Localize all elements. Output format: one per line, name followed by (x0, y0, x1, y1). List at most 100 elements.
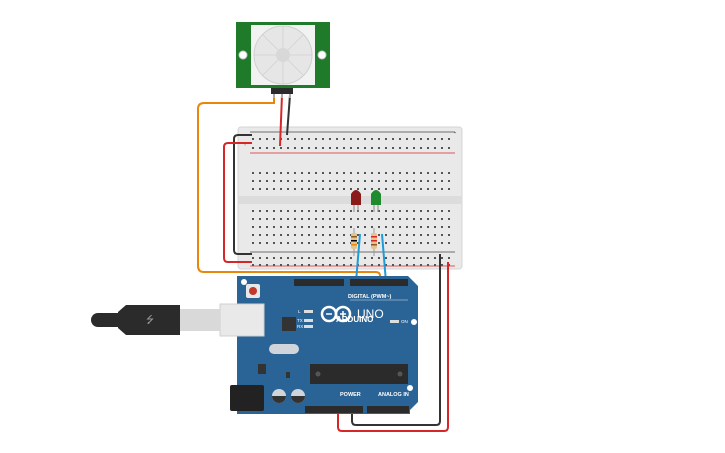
breadboard-hole[interactable] (322, 138, 324, 140)
breadboard-hole[interactable] (294, 257, 296, 259)
breadboard-hole[interactable] (350, 180, 352, 182)
breadboard-hole[interactable] (329, 234, 331, 236)
breadboard-hole[interactable] (294, 226, 296, 228)
breadboard-hole[interactable] (259, 242, 261, 244)
breadboard-hole[interactable] (406, 210, 408, 212)
breadboard-hole[interactable] (406, 172, 408, 174)
breadboard-hole[interactable] (336, 218, 338, 220)
breadboard-hole[interactable] (322, 147, 324, 149)
breadboard-hole[interactable] (329, 210, 331, 212)
breadboard-hole[interactable] (301, 138, 303, 140)
breadboard-hole[interactable] (308, 257, 310, 259)
breadboard-hole[interactable] (364, 257, 366, 259)
breadboard-hole[interactable] (308, 138, 310, 140)
breadboard-hole[interactable] (280, 242, 282, 244)
breadboard-hole[interactable] (350, 226, 352, 228)
breadboard-hole[interactable] (427, 218, 429, 220)
breadboard-hole[interactable] (315, 147, 317, 149)
breadboard-hole[interactable] (315, 257, 317, 259)
breadboard-hole[interactable] (266, 264, 268, 266)
breadboard-hole[interactable] (357, 180, 359, 182)
breadboard-hole[interactable] (315, 210, 317, 212)
breadboard-hole[interactable] (343, 264, 345, 266)
breadboard-hole[interactable] (273, 234, 275, 236)
breadboard-hole[interactable] (343, 188, 345, 190)
breadboard-hole[interactable] (448, 226, 450, 228)
breadboard-hole[interactable] (378, 188, 380, 190)
breadboard-hole[interactable] (266, 234, 268, 236)
breadboard-hole[interactable] (301, 188, 303, 190)
breadboard-hole[interactable] (427, 180, 429, 182)
breadboard-hole[interactable] (315, 264, 317, 266)
breadboard-hole[interactable] (406, 264, 408, 266)
breadboard-hole[interactable] (294, 180, 296, 182)
breadboard-hole[interactable] (252, 226, 254, 228)
breadboard-hole[interactable] (259, 138, 261, 140)
pir-sensor[interactable] (236, 22, 330, 98)
breadboard-hole[interactable] (413, 210, 415, 212)
breadboard-hole[interactable] (273, 264, 275, 266)
breadboard-hole[interactable] (273, 218, 275, 220)
breadboard-hole[interactable] (406, 234, 408, 236)
breadboard-hole[interactable] (301, 257, 303, 259)
breadboard-hole[interactable] (287, 172, 289, 174)
breadboard-hole[interactable] (308, 218, 310, 220)
breadboard-hole[interactable] (287, 147, 289, 149)
breadboard-hole[interactable] (259, 180, 261, 182)
wire-pir-vcc-to-rail[interactable] (279, 94, 283, 147)
breadboard-hole[interactable] (287, 234, 289, 236)
breadboard-hole[interactable] (266, 210, 268, 212)
breadboard-hole[interactable] (294, 234, 296, 236)
breadboard-hole[interactable] (350, 138, 352, 140)
wire-left-gnd-rail[interactable] (233, 134, 252, 255)
breadboard-hole[interactable] (336, 242, 338, 244)
breadboard-hole[interactable] (273, 172, 275, 174)
breadboard-hole[interactable] (252, 234, 254, 236)
breadboard-hole[interactable] (399, 210, 401, 212)
breadboard-hole[interactable] (350, 264, 352, 266)
breadboard-hole[interactable] (371, 138, 373, 140)
breadboard-hole[interactable] (399, 218, 401, 220)
breadboard-hole[interactable] (294, 218, 296, 220)
breadboard-hole[interactable] (434, 147, 436, 149)
breadboard-hole[interactable] (441, 234, 443, 236)
breadboard-hole[interactable] (448, 218, 450, 220)
breadboard-hole[interactable] (441, 180, 443, 182)
breadboard-hole[interactable] (343, 234, 345, 236)
breadboard-hole[interactable] (427, 172, 429, 174)
breadboard-hole[interactable] (336, 264, 338, 266)
breadboard-hole[interactable] (252, 138, 254, 140)
breadboard-hole[interactable] (252, 242, 254, 244)
breadboard-hole[interactable] (420, 234, 422, 236)
breadboard-hole[interactable] (420, 138, 422, 140)
breadboard-hole[interactable] (420, 264, 422, 266)
breadboard-hole[interactable] (252, 188, 254, 190)
wire-left-vcc-rail[interactable] (223, 142, 252, 263)
breadboard-hole[interactable] (448, 180, 450, 182)
breadboard-hole[interactable] (420, 210, 422, 212)
breadboard-hole[interactable] (434, 188, 436, 190)
breadboard-hole[interactable] (406, 180, 408, 182)
breadboard-hole[interactable] (280, 147, 282, 149)
breadboard-hole[interactable] (259, 257, 261, 259)
breadboard-hole[interactable] (392, 172, 394, 174)
breadboard-hole[interactable] (280, 172, 282, 174)
breadboard-hole[interactable] (266, 188, 268, 190)
breadboard-hole[interactable] (294, 242, 296, 244)
breadboard-hole[interactable] (413, 218, 415, 220)
breadboard-hole[interactable] (420, 188, 422, 190)
breadboard-hole[interactable] (315, 188, 317, 190)
breadboard-hole[interactable] (413, 172, 415, 174)
breadboard-hole[interactable] (371, 147, 373, 149)
breadboard-hole[interactable] (434, 226, 436, 228)
breadboard-hole[interactable] (364, 138, 366, 140)
breadboard-hole[interactable] (280, 226, 282, 228)
breadboard-hole[interactable] (350, 210, 352, 212)
breadboard-hole[interactable] (413, 234, 415, 236)
breadboard-hole[interactable] (329, 264, 331, 266)
breadboard-hole[interactable] (273, 257, 275, 259)
breadboard-hole[interactable] (406, 226, 408, 228)
breadboard-hole[interactable] (252, 172, 254, 174)
breadboard-hole[interactable] (280, 257, 282, 259)
breadboard-hole[interactable] (441, 218, 443, 220)
